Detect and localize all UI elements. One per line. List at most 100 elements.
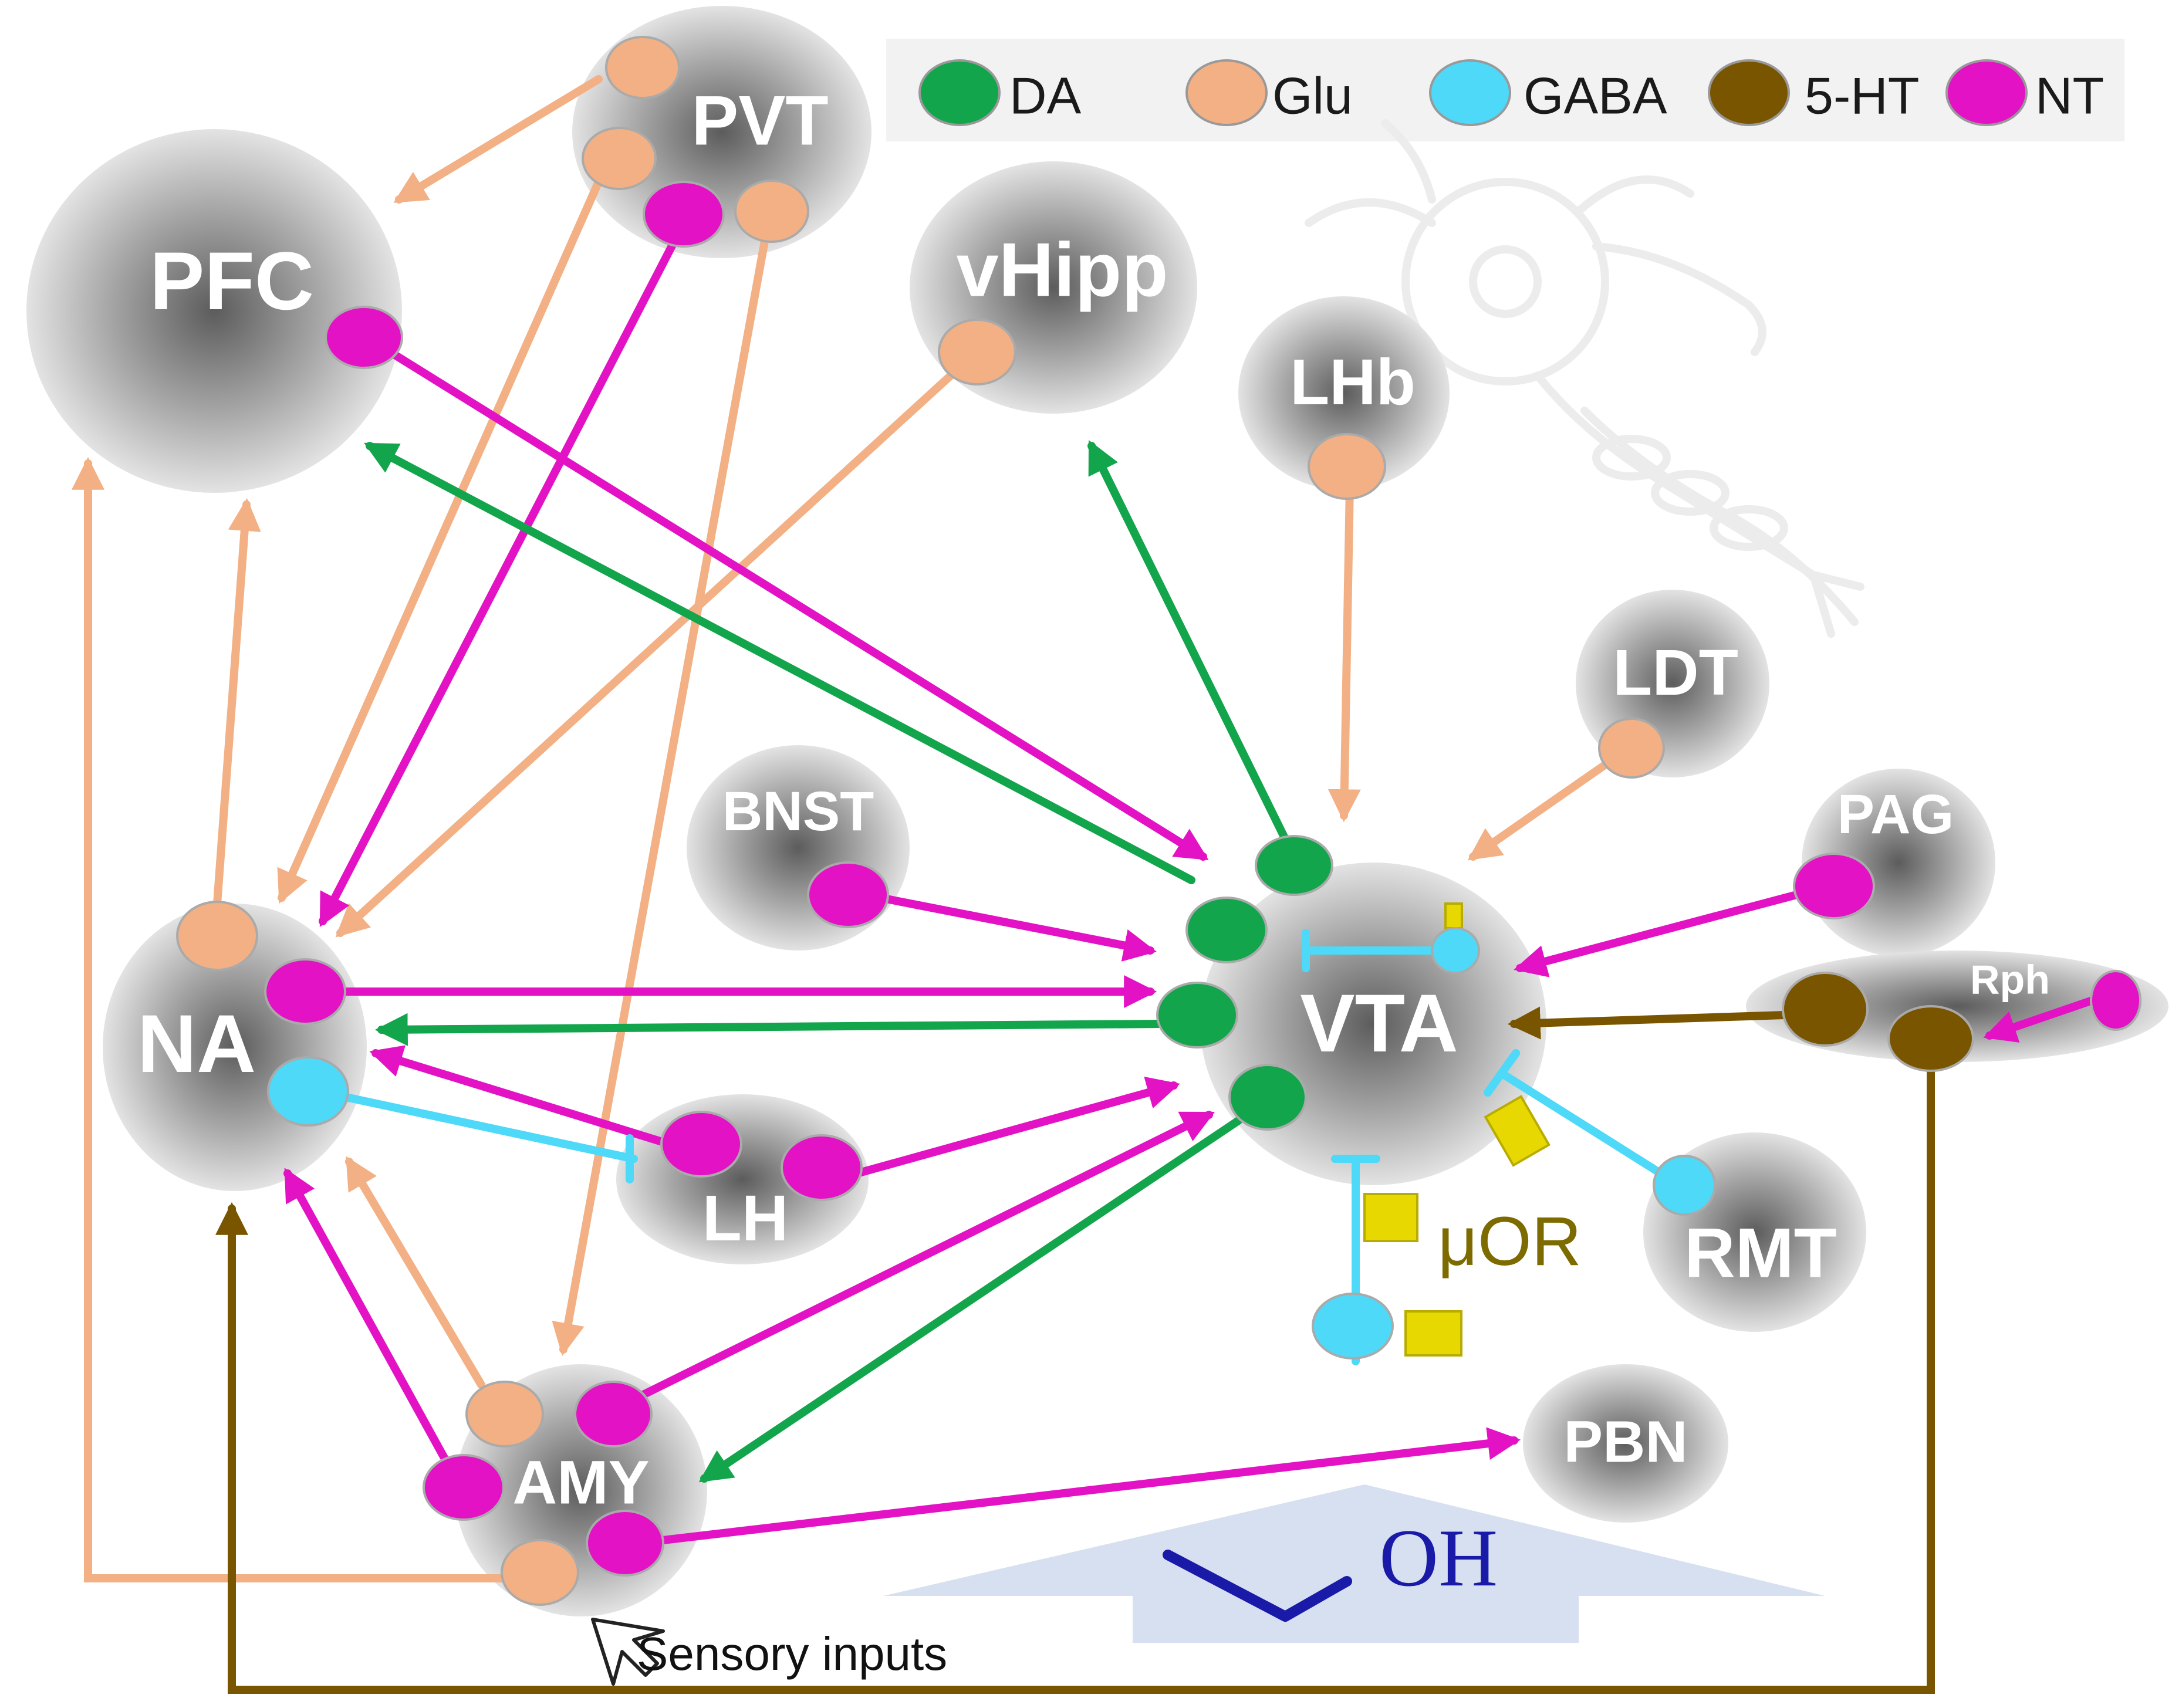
nt-amy-to-pbn (659, 1427, 1521, 1544)
pfc-nt-neuron (325, 306, 403, 369)
glu-lhb-to-vta (1327, 483, 1361, 823)
neuron-watermark (1305, 119, 1864, 638)
vta-da-neuron-4 (1228, 1064, 1307, 1131)
region-lhb (1238, 296, 1450, 490)
pag-nt-neuron (1793, 853, 1875, 919)
ethanol-skeleton (1163, 1550, 1352, 1622)
glu-pvt-to-amy (552, 231, 770, 1357)
label-rph: Rph (1970, 956, 2050, 1002)
ldt-glu-neuron (1598, 718, 1665, 779)
muor-receptor-1 (1444, 902, 1463, 929)
vta-gaba-interneuron (1431, 927, 1480, 974)
muor-receptor-2 (1484, 1095, 1551, 1167)
ethanol-arrow-shape (883, 1484, 1825, 1643)
label-rmt: RMT (1684, 1214, 1837, 1293)
lh-nt-neuron-2 (781, 1134, 863, 1201)
da-vta-to-na (374, 1013, 1166, 1046)
connections (72, 75, 2096, 1694)
vta-da-neuron-2 (1185, 897, 1268, 963)
sensory-arrow-icon (591, 1618, 665, 1686)
amy-nt-neuron-2 (423, 1454, 505, 1521)
gaba-rmt-to-vta-bar (1484, 1049, 1520, 1097)
na-nt-neuron (264, 958, 346, 1025)
5ht-rph-to-na (215, 1052, 1935, 1694)
pvt-glu-neuron-2 (582, 127, 657, 190)
label-ldt: LDT (1613, 637, 1738, 709)
rph-nt-neuron (2090, 970, 2141, 1031)
vhipp-glu-neuron (938, 319, 1016, 385)
na-gaba-neuron (267, 1056, 349, 1127)
gaba-rmt-to-vta (1498, 1070, 1665, 1178)
label-pbn: PBN (1563, 1409, 1687, 1474)
ethanol-oh-label: OH (1379, 1513, 1498, 1604)
neuron-dots (176, 36, 2141, 1606)
sensory-inputs: Sensory inputs (591, 1618, 947, 1686)
gaba-interneuron-below-vta (1312, 1293, 1394, 1359)
label-pvt: PVT (691, 82, 828, 160)
glu-pvt-to-na (277, 178, 603, 904)
muor-receptor-4 (1404, 1310, 1462, 1357)
label-vta: VTA (1300, 977, 1458, 1069)
nt-bnst-to-vta (876, 894, 1157, 962)
legend-swatch-da (918, 59, 1001, 126)
na-glu-neuron (176, 901, 258, 971)
amy-glu-neuron-1 (465, 1381, 544, 1447)
5ht-rph-to-vta (1507, 1006, 1788, 1040)
legend-label-glu: Glu (1272, 66, 1353, 124)
legend-label-da: DA (1009, 66, 1082, 124)
pvt-nt-neuron (643, 181, 725, 248)
da-vta-to-amy (698, 1117, 1242, 1483)
legend-swatch-5ht (1708, 59, 1790, 126)
legend-swatch-nt (1945, 59, 2028, 126)
region-labels: PFC PVT vHipp LHb LDT PAG Rph BNST NA VT… (137, 82, 2050, 1517)
pvt-glu-neuron-1 (605, 36, 680, 99)
nt-pfc-to-vta (386, 348, 1209, 861)
label-pfc: PFC (150, 235, 314, 327)
label-pag: PAG (1837, 783, 1954, 845)
lhb-glu-neuron (1308, 433, 1386, 500)
label-lhb: LHb (1290, 346, 1416, 418)
glu-amy-to-na (345, 1156, 485, 1389)
nt-pag-to-vta (1514, 888, 1812, 978)
glu-vhipp-to-na (335, 371, 955, 938)
label-na: NA (137, 997, 256, 1090)
muor-label: μOR (1438, 1203, 1582, 1280)
legend-label-gaba: GABA (1524, 66, 1667, 124)
nt-pvt-to-na (319, 225, 685, 927)
vta-da-neuron-3 (1156, 982, 1238, 1049)
rmt-gaba-neuron (1653, 1155, 1716, 1216)
legend-swatch-glu (1185, 59, 1268, 126)
rph-5ht-neuron-1 (1782, 972, 1869, 1047)
region-bnst (687, 745, 910, 951)
amy-glu-neuron-2 (501, 1539, 579, 1606)
legend-swatch-gaba (1429, 59, 1511, 126)
muor-receptor-3 (1363, 1193, 1418, 1242)
lh-nt-neuron-1 (660, 1111, 742, 1178)
label-vhipp: vHipp (956, 226, 1168, 312)
label-lh: LH (702, 1182, 789, 1254)
nt-amy-to-na (283, 1168, 450, 1465)
da-vta-to-pfc (364, 442, 1195, 884)
legend: DA Glu GABA 5-HT NT (886, 39, 2124, 141)
nt-amy-to-vta (636, 1111, 1215, 1401)
pvt-glu-neuron-3 (734, 180, 809, 243)
region-pbn (1523, 1364, 1728, 1523)
nt-lh-to-vta (853, 1077, 1180, 1178)
vta-da-neuron-1 (1255, 835, 1333, 896)
glu-pvt-to-pfc (393, 75, 603, 204)
legend-label-5ht: 5-HT (1805, 66, 1920, 124)
region-pfc (26, 129, 402, 493)
da-vta-to-vhipp (1087, 439, 1289, 843)
sensory-inputs-label: Sensory inputs (637, 1628, 947, 1680)
label-bnst: BNST (722, 780, 874, 843)
glu-ldt-to-vta (1467, 759, 1612, 861)
ethanol-arrow: OH (883, 1484, 1825, 1643)
amy-nt-neuron-3 (586, 1510, 664, 1577)
glu-na-to-pfc (213, 498, 261, 908)
gaba-na-to-lh (342, 1093, 638, 1163)
bnst-nt-neuron (807, 861, 889, 928)
glu-amy-to-pfc (72, 456, 509, 1582)
legend-label-nt: NT (2035, 66, 2104, 124)
label-amy: AMY (512, 1449, 649, 1517)
